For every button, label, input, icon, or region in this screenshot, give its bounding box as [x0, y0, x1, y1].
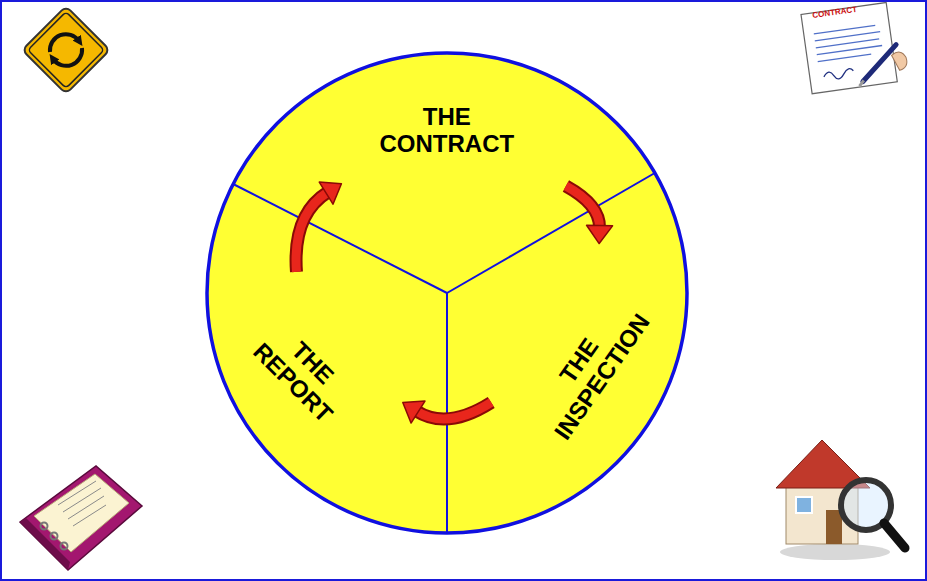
report-binder	[20, 466, 142, 570]
cycle-arrow	[403, 401, 491, 423]
cycle-sector: THE CONTRACT	[380, 103, 515, 158]
cycle-wheel	[207, 53, 687, 533]
house-magnifier	[776, 440, 905, 560]
cycle-arrow	[566, 186, 613, 244]
roundabout-sign	[22, 6, 110, 94]
contract-paper	[801, 1, 910, 94]
sector-title: THE CONTRACT	[380, 103, 515, 158]
cycle-arrow	[296, 182, 341, 272]
